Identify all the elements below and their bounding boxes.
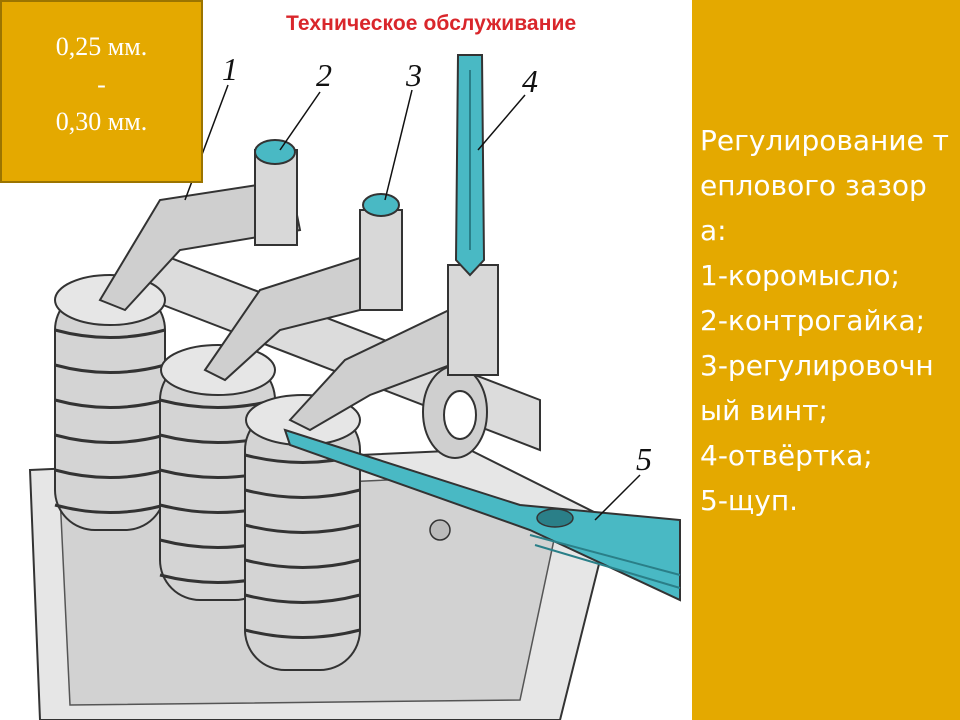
caption-item-1: 1-коромысло; bbox=[700, 259, 900, 292]
clearance-value-box: 0,25 мм. - 0,30 мм. bbox=[0, 0, 203, 183]
rocker-arm-3 bbox=[288, 264, 499, 432]
caption-panel bbox=[688, 0, 960, 720]
caption-item-3: 3-регулировочный винт; bbox=[700, 349, 934, 427]
callout-5: 5 bbox=[636, 441, 652, 477]
callout-1: 1 bbox=[222, 51, 238, 87]
caption-item-5: 5-щуп. bbox=[700, 484, 799, 517]
valve-spring-1 bbox=[54, 274, 166, 531]
screwdriver bbox=[454, 54, 486, 277]
valve-mechanism-illustration: 1 2 3 4 5 bbox=[28, 51, 681, 720]
callout-2: 2 bbox=[316, 57, 332, 93]
callout-4: 4 bbox=[522, 63, 538, 99]
page-title: Техническое обслуживание bbox=[286, 12, 577, 35]
clearance-min: 0,25 мм. bbox=[55, 32, 148, 61]
feeler-gauge bbox=[283, 428, 681, 602]
caption-item-2: 2-контрогайка; bbox=[700, 304, 926, 337]
caption-text: Регулирование теплового зазора: 1-коромы… bbox=[700, 118, 950, 523]
rocker-arm-1 bbox=[98, 139, 302, 312]
callout-3: 3 bbox=[405, 57, 422, 93]
clearance-max: 0,30 мм. bbox=[55, 107, 148, 137]
caption-heading: Регулирование теплового зазора: bbox=[700, 124, 949, 247]
caption-item-4: 4-отвёртка; bbox=[700, 439, 873, 472]
clearance-dash: - bbox=[97, 69, 106, 99]
rocker-arm-2 bbox=[203, 193, 403, 382]
